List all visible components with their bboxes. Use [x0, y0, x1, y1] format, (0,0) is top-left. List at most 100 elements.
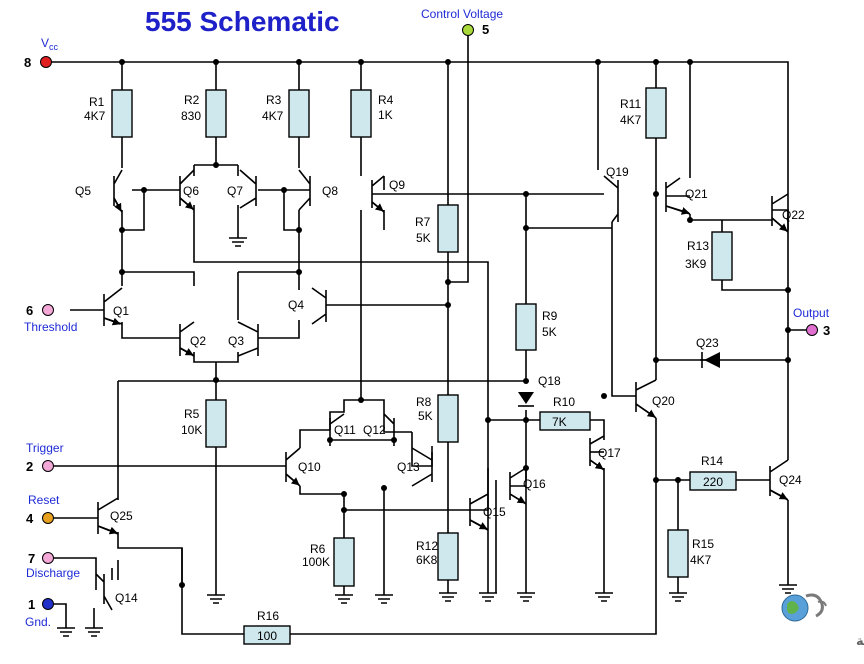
svg-text:6K8: 6K8: [416, 553, 438, 567]
svg-text:R4: R4: [378, 93, 394, 107]
svg-text:5K: 5K: [418, 409, 433, 423]
q7-symbol: [239, 169, 257, 209]
svg-text:Q8: Q8: [322, 184, 338, 198]
svg-text:R15: R15: [692, 537, 714, 551]
svg-text:Reset: Reset: [28, 493, 60, 507]
q19-symbol: [603, 175, 619, 223]
svg-text:R8: R8: [416, 395, 432, 409]
svg-text:1: 1: [28, 597, 35, 612]
pin-vcc: 8 Vcc: [24, 36, 59, 70]
svg-text:10K: 10K: [181, 423, 202, 437]
svg-text:4K7: 4K7: [620, 113, 642, 127]
diagram-title: 555 Schematic: [145, 6, 340, 37]
svg-text:Trigger: Trigger: [26, 441, 64, 455]
transistor-symbols: [95, 169, 789, 611]
svg-text:Q16: Q16: [523, 477, 546, 491]
svg-text:R5: R5: [184, 407, 200, 421]
svg-text:R13: R13: [687, 239, 709, 253]
svg-text:Q25: Q25: [110, 509, 133, 523]
svg-text:Q7: Q7: [227, 184, 243, 198]
svg-text:Q14: Q14: [115, 591, 138, 605]
q8-symbol: [298, 169, 311, 211]
svg-text:Q24: Q24: [779, 473, 802, 487]
svg-text:5K: 5K: [416, 231, 431, 245]
svg-text:Gnd.: Gnd.: [25, 615, 51, 629]
svg-text:4: 4: [26, 511, 34, 526]
svg-text:7K: 7K: [552, 415, 567, 429]
q3-symbol: [237, 321, 259, 357]
svg-text:R3: R3: [266, 93, 282, 107]
junction-dots: [119, 59, 791, 588]
svg-text:Q15: Q15: [483, 505, 506, 519]
svg-text:Q3: Q3: [228, 334, 244, 348]
svg-text:Q6: Q6: [183, 184, 199, 198]
svg-text:4K7: 4K7: [690, 553, 712, 567]
pin-trigger: 2 Trigger: [26, 441, 64, 474]
svg-text:3K9: 3K9: [685, 257, 707, 271]
svg-text:R16: R16: [257, 609, 279, 623]
svg-text:6: 6: [26, 303, 33, 318]
svg-text:Q10: Q10: [298, 460, 321, 474]
ground-symbols: [57, 237, 797, 637]
resistor-r14: R14 220: [689, 454, 737, 491]
svg-text:R2: R2: [184, 93, 200, 107]
svg-text:220: 220: [703, 475, 723, 489]
svg-text:R10: R10: [553, 395, 575, 409]
svg-text:1K: 1K: [378, 108, 393, 122]
svg-text:830: 830: [181, 109, 201, 123]
pin-output: 3 Output: [793, 306, 830, 338]
svg-text:Q4: Q4: [288, 298, 304, 312]
svg-text:100: 100: [257, 629, 277, 643]
svg-text:R12: R12: [416, 539, 438, 553]
svg-text:القرية الالكترونية: القرية الالكترونية: [856, 634, 864, 649]
svg-text:R9: R9: [542, 309, 558, 323]
pin-reset: 4 Reset: [26, 493, 60, 526]
svg-text:Q1: Q1: [113, 304, 129, 318]
svg-text:5: 5: [482, 22, 489, 37]
svg-text:R1: R1: [89, 95, 105, 109]
svg-text:Output: Output: [793, 306, 830, 320]
diode-q23: [701, 352, 720, 368]
svg-text:Q17: Q17: [598, 446, 621, 460]
svg-text:Control Voltage: Control Voltage: [421, 7, 503, 21]
pin-threshold: 6 Threshold: [24, 303, 77, 334]
pin-discharge: 7 Discharge: [26, 551, 80, 580]
svg-text:R14: R14: [701, 454, 723, 468]
svg-text:4K7: 4K7: [262, 109, 284, 123]
svg-text:5K: 5K: [542, 325, 557, 339]
pin-control-voltage: 5 Control Voltage: [421, 7, 503, 37]
svg-text:7: 7: [28, 551, 35, 566]
q14-symbol: [95, 573, 113, 611]
q13-symbol: [411, 447, 433, 487]
svg-text:Discharge: Discharge: [26, 566, 80, 580]
watermark-logo: القرية الالكترونية: [781, 593, 864, 649]
svg-text:100K: 100K: [302, 555, 330, 569]
svg-text:R11: R11: [620, 97, 641, 111]
svg-text:Q23: Q23: [696, 336, 719, 350]
svg-text:Q5: Q5: [75, 184, 91, 198]
q4-symbol: [311, 287, 327, 325]
svg-text:Q20: Q20: [652, 394, 675, 408]
svg-text:Threshold: Threshold: [24, 320, 77, 334]
svg-text:8: 8: [24, 55, 31, 70]
svg-text:2: 2: [26, 459, 33, 474]
svg-text:Q12: Q12: [363, 423, 386, 437]
svg-text:Q21: Q21: [685, 187, 708, 201]
svg-text:Q11: Q11: [334, 423, 356, 437]
wiring: [46, 32, 808, 635]
